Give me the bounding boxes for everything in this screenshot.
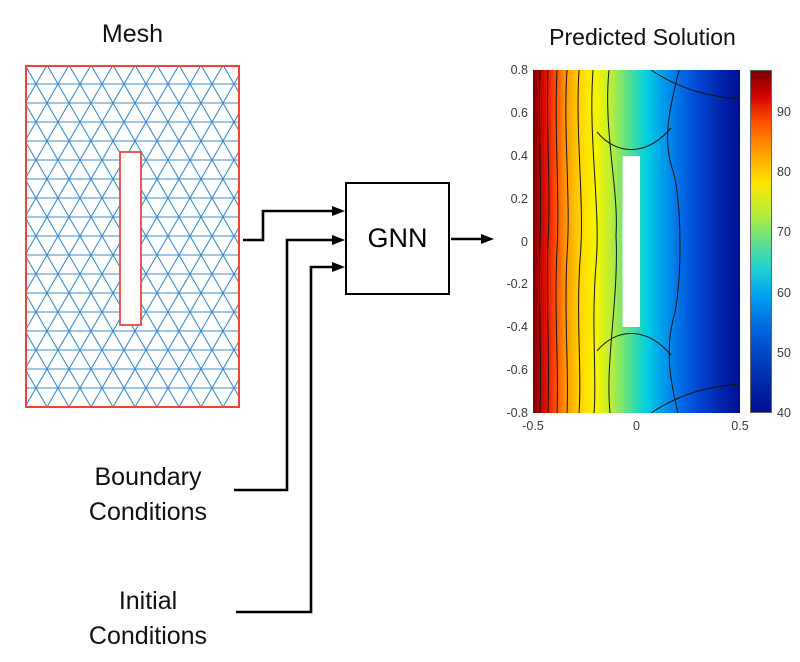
- contour-line: [596, 127, 672, 150]
- y-tick-label: -0.2: [506, 277, 528, 292]
- contour-line: [650, 383, 740, 413]
- contour-line: [650, 70, 740, 100]
- y-tick-label: 0: [521, 234, 528, 249]
- boundary-conditions-label: Boundary Conditions: [56, 460, 240, 530]
- mesh-svg: [25, 65, 240, 408]
- predicted-solution-title: Predicted Solution: [549, 24, 736, 50]
- y-tick-label: 0.6: [510, 105, 528, 120]
- mesh-title: Mesh: [101, 20, 164, 48]
- contour-line: [667, 70, 681, 413]
- initial-to-gnn-arrow: [236, 262, 345, 614]
- x-tick-label: 0: [633, 419, 640, 433]
- colorbar-tick-label: 70: [777, 225, 791, 240]
- boundary-conditions-line2: Conditions: [88, 498, 208, 526]
- contour-line: [596, 333, 672, 356]
- x-tick-label: -0.5: [522, 419, 544, 433]
- colorbar-tick-label: 40: [777, 406, 791, 420]
- mesh-outer-boundary: [25, 65, 240, 408]
- contour-line: [565, 70, 569, 413]
- colorbar: [750, 70, 772, 413]
- contour-line: [607, 70, 617, 413]
- mesh-figure: [25, 65, 240, 408]
- y-tick-label: -0.6: [506, 363, 528, 378]
- contour-line: [538, 70, 542, 413]
- initial-conditions-label: Initial Conditions: [56, 584, 240, 654]
- contour-line: [591, 70, 598, 413]
- contour-plot-area: [533, 70, 740, 413]
- boundary-conditions-line1: Boundary: [94, 463, 202, 491]
- gnn-box: GNN: [345, 182, 450, 295]
- mesh-hole: [119, 151, 142, 326]
- colorbar-tick-label: 50: [777, 345, 791, 360]
- colorbar-tick-label: 60: [777, 285, 791, 300]
- gnn-label: GNN: [367, 223, 428, 253]
- x-tick-label: 0.5: [731, 419, 749, 433]
- initial-conditions-line1: Initial: [118, 587, 178, 615]
- y-tick-label: 0.4: [510, 148, 528, 163]
- contour-line: [577, 70, 582, 413]
- y-tick-label: 0.8: [510, 63, 528, 77]
- contour-line: [555, 70, 559, 413]
- mesh-to-gnn-arrow: [243, 206, 345, 242]
- initial-conditions-line2: Conditions: [88, 622, 208, 650]
- colorbar-tick-label: 80: [777, 165, 791, 180]
- y-tick-label: 0.2: [510, 191, 528, 206]
- y-axis-ticks: 0.8 0.6 0.4 0.2 0 -0.2 -0.4 -0.6 -0.8: [492, 63, 528, 420]
- x-axis-ticks: -0.5 0 0.5: [522, 419, 748, 435]
- plot-hole: [622, 156, 640, 327]
- colorbar-tick-label: 90: [777, 105, 791, 120]
- boundary-to-gnn-arrow: [234, 235, 345, 492]
- contour-lines-svg: [538, 70, 740, 413]
- contour-line: [546, 70, 550, 413]
- colorbar-ticks: 90 80 70 60 50 40: [777, 70, 800, 420]
- y-tick-label: -0.4: [506, 320, 528, 335]
- y-tick-label: -0.8: [506, 406, 528, 420]
